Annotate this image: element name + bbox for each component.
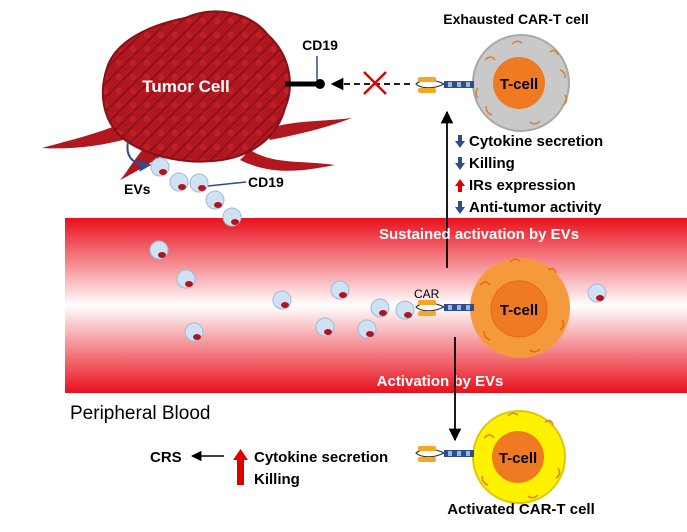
ev-vesicle [222,207,242,227]
ev-vesicle [370,298,390,318]
exhausted-car-receptor [415,77,474,93]
ev-vesicle [205,190,225,210]
sustained-activation-label: Sustained activation by EVs [379,226,579,243]
tumor-cell-label: Tumor Cell [142,77,230,96]
cd19-label: CD19 [302,37,338,53]
ev-cd19-pointer [207,181,247,187]
down-arrow-icon [455,201,465,214]
evs-group [149,157,607,342]
ev-vesicle [315,317,335,337]
ev-vesicle [189,173,209,193]
down-arrow-icon [455,157,465,170]
evs-label: EVs [124,181,151,197]
middle-cart-cell: T-cell [470,258,570,358]
ev-vesicle [150,157,170,177]
activated-effect-cytokine: Cytokine secretion [254,449,388,466]
exhausted-effect-item: Killing [469,155,515,172]
exhausted-cart-title: Exhausted CAR-T cell [443,11,588,27]
ev-release-arrow [126,141,152,172]
ev-vesicle [272,290,292,310]
exhausted-effect-item: Cytokine secretion [469,133,603,150]
ev-vesicle [330,280,350,300]
ev-vesicle [395,300,415,320]
ev-vesicle [357,319,377,339]
activated-tcell-label: T-cell [499,450,537,467]
car-label: CAR [414,287,440,301]
up-arrow-icon [233,449,248,485]
middle-car-receptor [415,300,474,316]
ev-vesicle [149,240,169,260]
ev-cd19-label: CD19 [248,174,284,190]
exhausted-tcell-label: T-cell [500,76,538,93]
ev-vesicle [184,322,204,342]
middle-tcell-label: T-cell [500,302,538,319]
ev-vesicle [587,283,607,303]
cd19-receptor-head [315,79,325,89]
blocked-x-icon [363,71,387,95]
peripheral-blood-label: Peripheral Blood [70,403,210,424]
activated-cart-cell: T-cell [472,410,566,504]
activated-car-receptor [415,446,474,462]
ev-vesicle [176,269,196,289]
exhausted-effect-item: IRs expression [469,177,576,194]
exhausted-effect-item: Anti-tumor activity [469,199,602,216]
exhausted-cart-cell: T-cell [472,34,570,132]
activated-cart-title: Activated CAR-T cell [447,501,595,518]
tumor-cell-body [101,10,291,163]
down-arrow-icon [455,135,465,148]
activated-effect-killing: Killing [254,471,300,488]
crs-label: CRS [150,449,182,466]
ev-vesicle [169,172,189,192]
activation-label: Activation by EVs [377,373,504,390]
up-arrow-icon [455,179,465,192]
